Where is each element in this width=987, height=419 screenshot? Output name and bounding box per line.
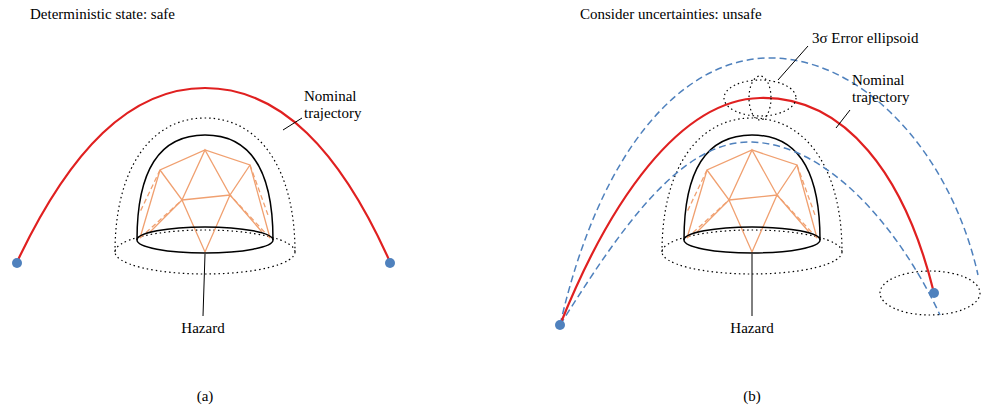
panel-title: Deterministic state: safe [30, 6, 175, 23]
panel-a-hazard [115, 118, 295, 316]
panel-b-hazard [662, 118, 842, 316]
ellipsoid-label: 3σ Error ellipsoid [812, 30, 918, 47]
trajectory-label: Nominal trajectory [304, 88, 384, 123]
panel-a-trajectory [12, 88, 395, 268]
panel-title: Consider uncertainties: unsafe [580, 6, 762, 23]
hazard-label: Hazard [181, 320, 224, 337]
panel-b-trajectory [555, 46, 980, 330]
panel-caption: (b) [743, 388, 761, 405]
hazard-label: Hazard [730, 320, 773, 337]
trajectory-label: Nominal trajectory [852, 72, 932, 107]
panel-caption: (a) [197, 388, 214, 405]
